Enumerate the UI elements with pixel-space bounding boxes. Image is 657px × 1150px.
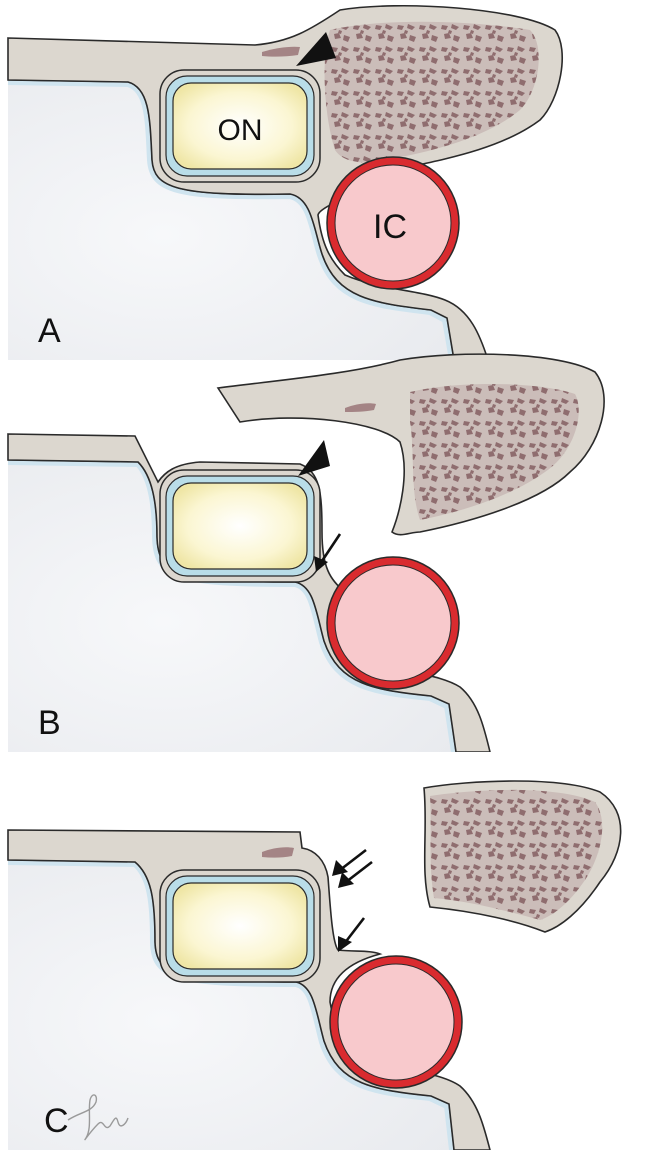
- optic-nerve: [173, 483, 307, 569]
- arrow-icon: [338, 918, 364, 952]
- panel-a-drawing: ON IC A: [0, 0, 657, 360]
- panel-label-c: C: [44, 1102, 69, 1140]
- anterior-clinoid-marrow: [325, 22, 539, 163]
- optic-nerve: [173, 883, 307, 969]
- panel-a: ON IC A: [0, 0, 657, 360]
- carotid-label: IC: [373, 208, 407, 246]
- panel-b-drawing: B: [0, 352, 657, 752]
- panel-c: C: [0, 752, 657, 1150]
- double-arrow-icon: [332, 850, 372, 888]
- panel-label-b: B: [38, 704, 61, 742]
- arrowhead-icon: [298, 440, 330, 476]
- panel-c-drawing: C: [0, 752, 657, 1150]
- panel-b: B: [0, 352, 657, 752]
- panel-label-a: A: [38, 312, 61, 350]
- optic-nerve-label: ON: [218, 114, 263, 147]
